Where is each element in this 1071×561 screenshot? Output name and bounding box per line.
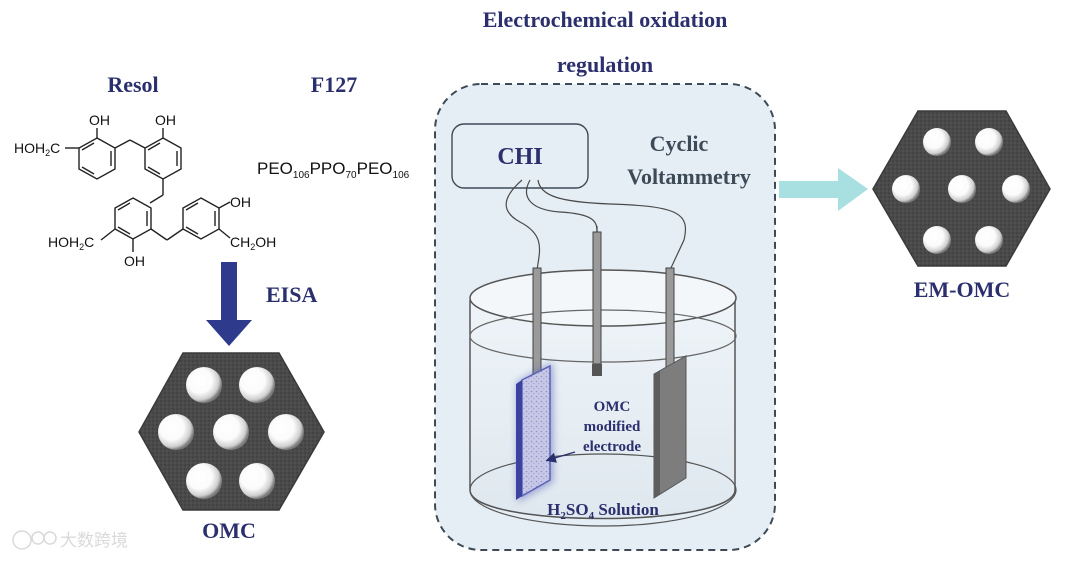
resol-oh-4: OH [124, 253, 145, 269]
f127-label: F127 [311, 72, 357, 97]
watermark-logo-icon [12, 530, 32, 550]
resol-oh-2: OH [155, 112, 176, 128]
resol-atom-labels: HOH2C OH OH OH HOH2C OH CH2OH [14, 112, 276, 269]
em-omc-pore [975, 226, 1003, 254]
chi-label: CHI [497, 144, 542, 170]
voltammetry-label: Voltammetry [627, 164, 751, 189]
resol-hoh2c-left: HOH2C [48, 234, 94, 252]
em-omc-label: EM-OMC [914, 277, 1011, 302]
em-omc-pore [975, 128, 1003, 156]
teal-arrow [779, 168, 868, 211]
omc-pointer-arrow [545, 451, 576, 463]
f127-formula: PEO106PPO70PEO106 [257, 159, 410, 181]
resol-label: Resol [107, 72, 158, 97]
watermark: 大数跨境 [12, 530, 128, 551]
resol-structure [65, 128, 231, 252]
em-omc-pore [948, 175, 976, 203]
resol-hoh2c-top: HOH2C [14, 140, 60, 158]
em-omc-pore [923, 128, 951, 156]
omc-modified-label-3: electrode [583, 439, 641, 455]
eisa-arrow [206, 262, 252, 346]
omc-modified-label-2: modified [584, 419, 641, 435]
omc-label: OMC [202, 518, 256, 543]
omc-hexagon [138, 352, 325, 511]
em-omc-pore [1002, 175, 1030, 203]
wires [505, 179, 687, 271]
omc-pore [239, 367, 275, 403]
resol-oh-3: OH [230, 194, 251, 210]
omc-pore [268, 414, 304, 450]
resol-ch2oh: CH2OH [230, 234, 276, 252]
title-line-1: Electrochemical oxidation [483, 7, 728, 32]
cyclic-label: Cyclic [650, 131, 709, 156]
omc-pore [186, 367, 222, 403]
solution-label: H2SO4 Solution [547, 500, 659, 522]
beaker [469, 269, 737, 527]
eisa-label: EISA [266, 282, 317, 307]
omc-pore [239, 463, 275, 499]
omc-modified-label-1: OMC [594, 399, 631, 415]
watermark-text: 大数跨境 [60, 531, 128, 551]
omc-pore [186, 463, 222, 499]
em-omc-pore [923, 226, 951, 254]
resol-oh-1: OH [89, 112, 110, 128]
title-line-2: regulation [557, 52, 653, 77]
omc-pore [213, 414, 249, 450]
em-omc-pore [892, 175, 920, 203]
counter-electrode [653, 267, 687, 499]
reference-electrode [592, 226, 602, 376]
omc-pore [158, 414, 194, 450]
chi-box [451, 123, 589, 189]
working-electrode [516, 267, 553, 502]
em-omc-hexagon [872, 110, 1051, 267]
